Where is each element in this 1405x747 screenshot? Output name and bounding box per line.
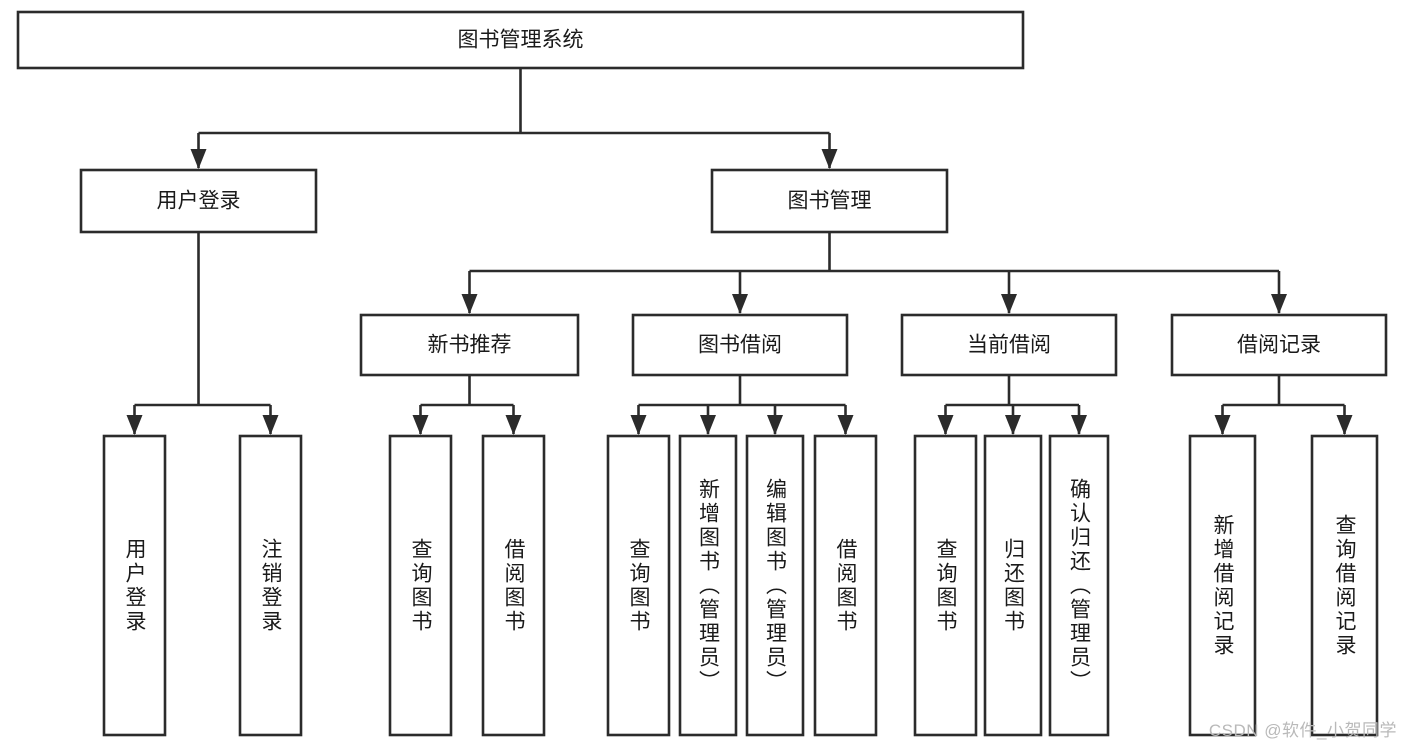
arrow-head-icon-level2-0 [190, 149, 207, 169]
arrow-head-icon-leaf-8 [937, 415, 954, 435]
arrow-head-icon-leaf-12 [1336, 415, 1353, 435]
arrow-head-icon-leaf-4 [630, 415, 647, 435]
node-level3-3-label: 借阅记录 [1237, 334, 1321, 357]
node-leaf-7[interactable] [813, 434, 878, 737]
node-level3-1-label: 图书借阅 [698, 334, 782, 357]
arrow-head-icon-leaf-3 [505, 415, 522, 435]
arrow-head-icon-leaf-5 [700, 415, 716, 435]
node-leaf-10-box [1048, 434, 1110, 737]
node-leaf-10[interactable] [1048, 434, 1110, 737]
node-level3-0[interactable]: 新书推荐 [359, 313, 580, 377]
node-level2-0-label: 用户登录 [157, 190, 241, 213]
node-root-label: 图书管理系统 [458, 29, 584, 52]
node-leaf-0-box [102, 434, 167, 737]
node-level2-1[interactable]: 图书管理 [710, 168, 949, 234]
node-leaf-12[interactable] [1310, 434, 1379, 737]
node-leaf-11[interactable] [1188, 434, 1257, 737]
arrow-head-icon-leaf-0 [126, 415, 143, 435]
node-level3-1-box [631, 313, 849, 377]
node-level2-1-box [710, 168, 949, 234]
node-level3-3-box [1170, 313, 1388, 377]
arrow-head-icon-level3-2 [1001, 294, 1017, 314]
node-root[interactable]: 图书管理系统 [16, 10, 1025, 70]
node-leaf-6-box [745, 434, 805, 737]
node-level3-2[interactable]: 当前借阅 [900, 313, 1118, 377]
node-leaf-0[interactable] [102, 434, 167, 737]
node-leaf-1-box [238, 434, 303, 737]
node-level3-0-label: 新书推荐 [428, 334, 512, 357]
node-leaf-5-box [678, 434, 738, 737]
node-leaf-3[interactable] [481, 434, 546, 737]
connector-layer [126, 68, 1353, 435]
arrow-head-icon-leaf-11 [1214, 415, 1231, 435]
arrow-head-icon-leaf-2 [412, 415, 429, 435]
node-level3-1[interactable]: 图书借阅 [631, 313, 849, 377]
arrow-head-icon-leaf-6 [767, 415, 783, 435]
watermark-text: CSDN @软件_小贺同学 [1208, 721, 1397, 740]
node-leaf-12-box [1310, 434, 1379, 737]
node-leaf-2-box [388, 434, 453, 737]
arrow-head-icon-level3-3 [1271, 294, 1287, 314]
node-level2-0[interactable]: 用户登录 [79, 168, 318, 234]
node-level3-0-box [359, 313, 580, 377]
node-level3-3[interactable]: 借阅记录 [1170, 313, 1388, 377]
node-level3-2-box [900, 313, 1118, 377]
node-leaf-2[interactable] [388, 434, 453, 737]
node-root-box [16, 10, 1025, 70]
node-leaf-5[interactable] [678, 434, 738, 737]
arrow-head-icon-leaf-10 [1071, 415, 1087, 435]
node-level2-0-box [79, 168, 318, 234]
arrow-head-icon-leaf-1 [262, 415, 279, 435]
node-leaf-9[interactable] [983, 434, 1043, 737]
node-leaf-3-box [481, 434, 546, 737]
node-leaf-7-box [813, 434, 878, 737]
node-leaf-1[interactable] [238, 434, 303, 737]
node-leaf-4[interactable] [606, 434, 671, 737]
arrow-head-icon-leaf-9 [1005, 415, 1021, 435]
arrow-head-icon-level3-1 [732, 294, 748, 314]
arrow-head-icon-level2-1 [821, 149, 838, 169]
node-leaf-11-box [1188, 434, 1257, 737]
node-level3-2-label: 当前借阅 [967, 334, 1051, 357]
node-level2-1-label: 图书管理 [788, 190, 872, 213]
arrow-head-icon-leaf-7 [837, 415, 854, 435]
node-leaf-8-box [913, 434, 978, 737]
node-leaf-6[interactable] [745, 434, 805, 737]
arrow-head-icon-level3-0 [461, 294, 478, 314]
node-leaf-8[interactable] [913, 434, 978, 737]
node-leaf-4-box [606, 434, 671, 737]
node-leaf-9-box [983, 434, 1043, 737]
